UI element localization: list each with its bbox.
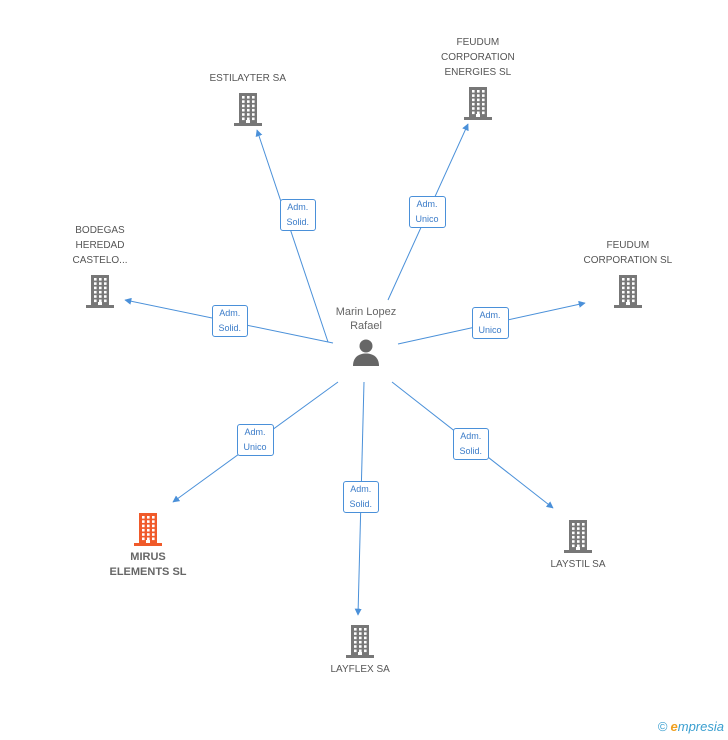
building-icon (463, 87, 492, 120)
company-node-laystil[interactable]: LAYSTIL SA (551, 519, 606, 572)
building-icon (233, 93, 262, 126)
company-node-estilayter[interactable]: ESTILAYTER SA (209, 71, 287, 126)
company-node-feudum-energies[interactable]: FEUDUM CORPORATION ENERGIES SL (441, 35, 515, 120)
company-name: LAYFLEX SA (330, 664, 390, 675)
relation-label-estilayter[interactable]: Adm. Solid. (279, 199, 317, 231)
building-icon (564, 520, 593, 553)
building-icon (134, 513, 162, 546)
company-name: LAYSTIL SA (550, 559, 606, 570)
relation-label-layflex[interactable]: Adm. Solid. (342, 481, 380, 513)
company-name: FEUDUM CORPORATION ENERGIES SL (441, 37, 515, 78)
relation-label-feudum-corp[interactable]: Adm. Unico (471, 307, 509, 339)
person-icon (353, 339, 379, 366)
person-node[interactable]: Marin Lopez Rafael (316, 305, 416, 367)
company-node-feudum-corp[interactable]: FEUDUM CORPORATION SL (583, 238, 673, 308)
company-name: ESTILAYTER SA (209, 73, 287, 84)
brand-initial: e (670, 719, 678, 734)
company-node-bodegas[interactable]: BODEGAS HEREDAD CASTELO... (73, 223, 128, 308)
person-name: Marin Lopez Rafael (335, 306, 397, 332)
company-name: MIRUS ELEMENTS SL (109, 551, 187, 578)
company-node-mirus[interactable]: MIRUS ELEMENTS SL (110, 512, 187, 580)
relation-label-bodegas[interactable]: Adm. Solid. (211, 305, 249, 337)
relation-label-feudum-energies[interactable]: Adm. Unico (408, 196, 446, 228)
copyright-symbol: © (657, 719, 668, 734)
building-icon (86, 275, 114, 308)
building-icon (346, 625, 375, 658)
company-name: FEUDUM CORPORATION SL (583, 240, 673, 266)
brand-name: mpresia (677, 719, 724, 734)
company-node-layflex[interactable]: LAYFLEX SA (331, 624, 390, 677)
relation-label-mirus[interactable]: Adm. Unico (236, 424, 274, 456)
relation-edge-estilayter (255, 129, 329, 343)
brand-logo: © empresia (658, 719, 724, 734)
company-name: BODEGAS HEREDAD CASTELO... (72, 225, 128, 266)
relation-label-laystil[interactable]: Adm. Solid. (452, 428, 490, 460)
building-icon (613, 275, 642, 308)
